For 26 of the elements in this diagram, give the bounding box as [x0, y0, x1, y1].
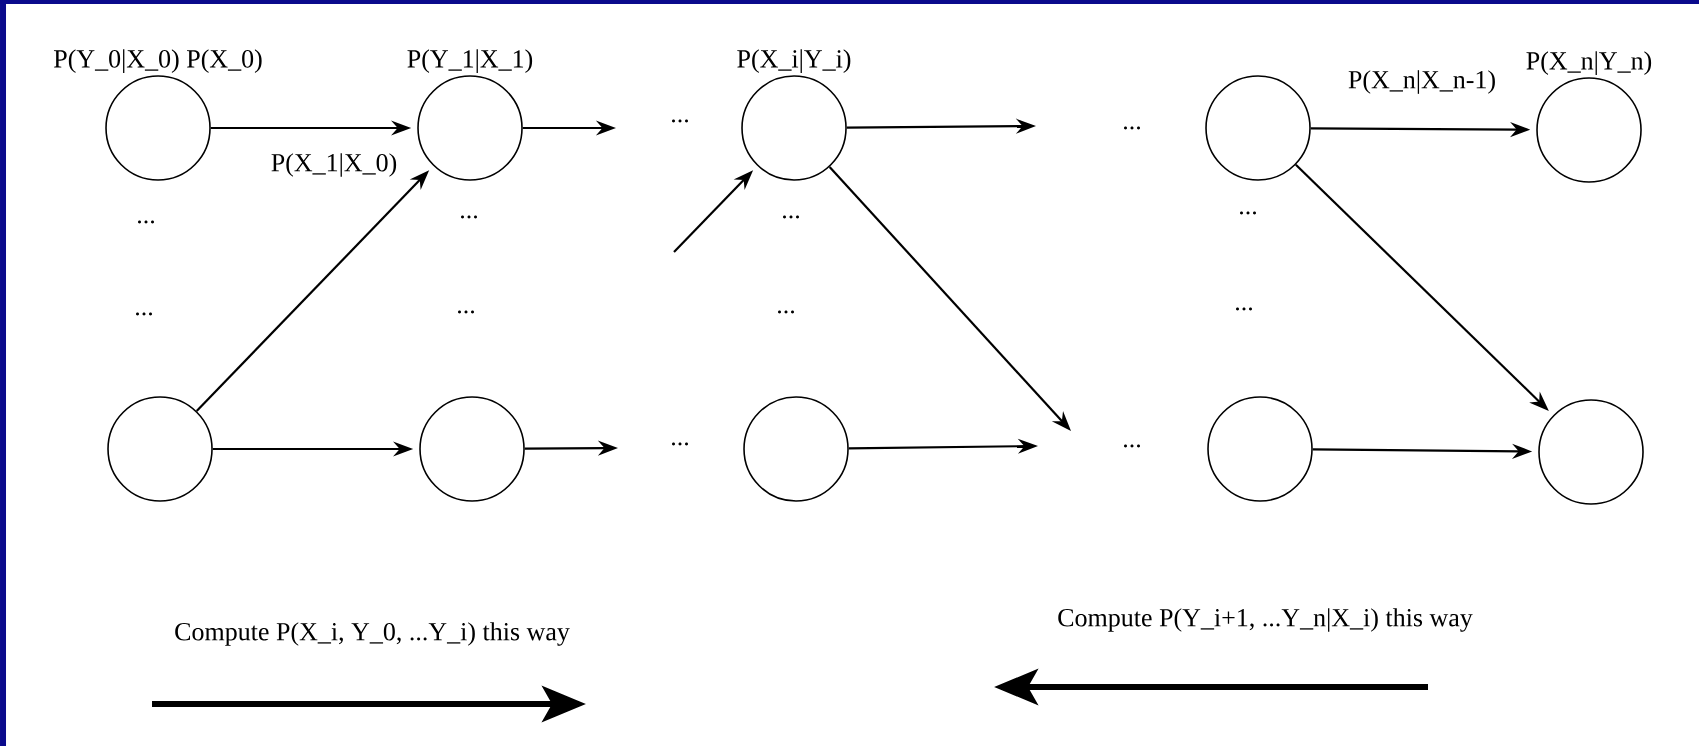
ellipsis: ...: [1235, 307, 1253, 311]
state-circle: [419, 396, 525, 502]
ellipsis: ...: [782, 215, 800, 219]
ellipsis: ...: [777, 310, 795, 314]
ellipsis: ...: [460, 215, 478, 219]
state-circle: [1538, 399, 1644, 505]
caption-text: Compute P(X_i, Y_0, ...Y_i) this way: [175, 622, 570, 646]
ellipsis: ...: [671, 442, 689, 446]
node-label: P(X_n|Y_n): [1526, 51, 1652, 75]
ellipsis: ...: [671, 119, 689, 123]
ellipsis: ...: [1123, 126, 1141, 130]
state-circle: [107, 396, 213, 502]
state-circle: [1207, 396, 1313, 502]
ellipsis: ...: [1239, 211, 1257, 215]
node-label: P(X_i|Y_i): [737, 49, 851, 73]
caption-text: Compute P(Y_i+1, ...Y_n|X_i) this way: [1058, 608, 1473, 632]
node-label: P(Y_0|X_0) P(X_0): [53, 49, 262, 73]
edge-label: P(X_1|X_0): [268, 151, 400, 179]
edge-label: P(X_n|X_n-1): [1345, 68, 1499, 96]
ellipsis: ...: [135, 312, 153, 316]
state-circle: [743, 396, 849, 502]
ellipsis: ...: [457, 310, 475, 314]
ellipsis: ...: [137, 220, 155, 224]
ellipsis: ...: [1123, 444, 1141, 448]
state-circle: [1205, 75, 1311, 181]
node-label: P(Y_1|X_1): [407, 49, 533, 73]
